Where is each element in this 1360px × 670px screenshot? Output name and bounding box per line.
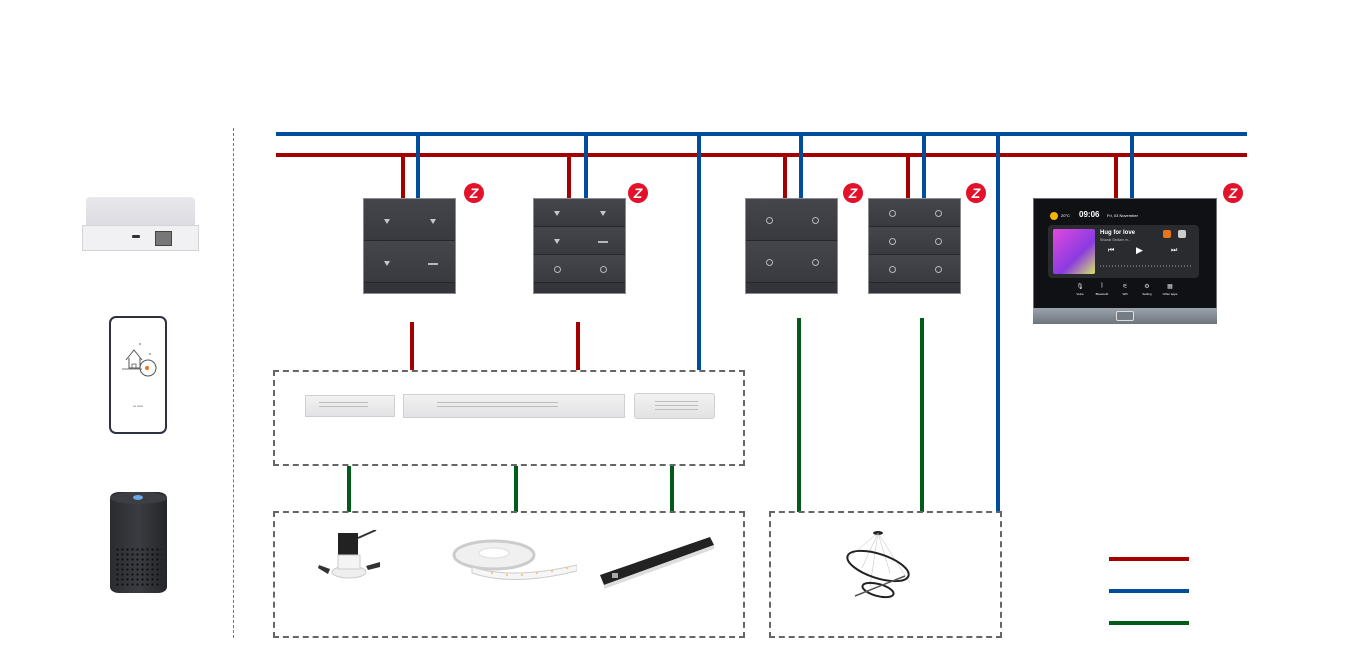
smart-speaker-image [110, 492, 167, 593]
app-shortcut-icon[interactable] [1163, 230, 1171, 238]
speaker-led-icon [133, 495, 143, 500]
linear-track-light-image [600, 537, 714, 589]
red-drop [567, 153, 571, 199]
blue-bus-line [276, 132, 1247, 136]
green-link [920, 318, 924, 512]
zigbee-icon: Z [464, 183, 484, 203]
display-home-button[interactable] [1116, 311, 1134, 321]
red-drop [401, 153, 405, 199]
blue-drop [584, 132, 588, 199]
setting-label: Setting [1142, 292, 1152, 296]
zigbee-icon: Z [966, 183, 986, 203]
green-link [347, 466, 351, 512]
switch-panel-1[interactable] [363, 198, 456, 294]
temperature-text: 20°C [1061, 213, 1070, 218]
blue-drop [1130, 132, 1134, 199]
zigbee-icon: Z [843, 183, 863, 203]
wifi-icon[interactable]: ⚟ [1122, 284, 1128, 290]
smart-home-icon [122, 343, 157, 377]
weather-sun-icon [1050, 212, 1058, 220]
play-icon[interactable]: ▶ [1136, 245, 1143, 255]
smart-touch-display[interactable]: 20°C 09:06 Fri, 03 November Hug for love… [1033, 198, 1217, 324]
setting-icon[interactable]: ⚙ [1144, 284, 1150, 290]
green-link [797, 318, 801, 512]
ethernet-port-icon [155, 231, 172, 246]
zigbee-icon: Z [628, 183, 648, 203]
next-icon[interactable]: ⏭ [1171, 247, 1178, 254]
bluetooth-label: Bluetooth [1095, 292, 1109, 296]
bluetooth-icon[interactable]: ᛒ [1100, 283, 1104, 289]
app-caption: ▪▪▪ ▪▪▪▪▪▪ [132, 404, 144, 408]
led-driver-2 [403, 394, 625, 418]
zigbee-gateway-image [82, 197, 199, 253]
wifi-label: Wifi [1122, 292, 1128, 296]
section-divider [233, 128, 234, 638]
clock-text: 09:06 [1079, 210, 1100, 219]
usb-port-icon [132, 235, 140, 238]
album-art [1053, 229, 1095, 274]
app-shortcut-icon[interactable] [1178, 230, 1186, 238]
zigbee-icon: Z [1223, 183, 1243, 203]
other-apps-icon[interactable]: ▦ [1167, 284, 1173, 290]
song-title: Hug for love [1100, 230, 1136, 236]
legend-red-line [1109, 557, 1189, 561]
blue-drop-chandelier [996, 132, 1000, 512]
red-drop [906, 153, 910, 199]
blue-drop [416, 132, 420, 199]
luminaires-group-2 [769, 511, 1002, 638]
music-card[interactable]: Hug for love Shawki Sedlam m... ⏮ ▶ ⏭ [1048, 225, 1199, 278]
switch-panel-4[interactable] [868, 198, 961, 294]
legend-blue-line [1109, 589, 1189, 593]
smartphone-app-image: ▪▪▪ ▪▪▪▪▪▪ [109, 316, 167, 434]
voice-icon[interactable]: 🎙 [1076, 284, 1084, 290]
green-link [670, 466, 674, 512]
legend-green-line [1109, 621, 1189, 625]
led-driver-1 [305, 395, 395, 417]
red-drop [1114, 153, 1118, 199]
switch-panel-3[interactable] [745, 198, 838, 294]
drivers-group [273, 370, 745, 466]
artist-name: Shawki Sedlam m... [1100, 238, 1131, 242]
previous-icon[interactable]: ⏮ [1108, 247, 1115, 254]
green-link [514, 466, 518, 512]
waveform-progress[interactable] [1100, 265, 1193, 267]
date-text: Fri, 03 November [1107, 213, 1138, 218]
led-driver-3 [634, 393, 715, 419]
red-bus-line [276, 153, 1247, 157]
blue-drop [922, 132, 926, 199]
ring-chandelier-image [846, 531, 911, 599]
switch-panel-2[interactable] [533, 198, 626, 294]
red-link-driver [576, 322, 580, 370]
red-link-driver [410, 322, 414, 370]
blue-drop [799, 132, 803, 199]
recessed-downlight-image [318, 530, 380, 579]
other-apps-label: Other apps [1162, 292, 1178, 296]
blue-drop-drivers [697, 132, 701, 370]
voice-label: Voice [1076, 292, 1084, 296]
luminaires-group-1 [273, 511, 745, 638]
led-strip-image [452, 539, 577, 581]
red-drop [783, 153, 787, 199]
